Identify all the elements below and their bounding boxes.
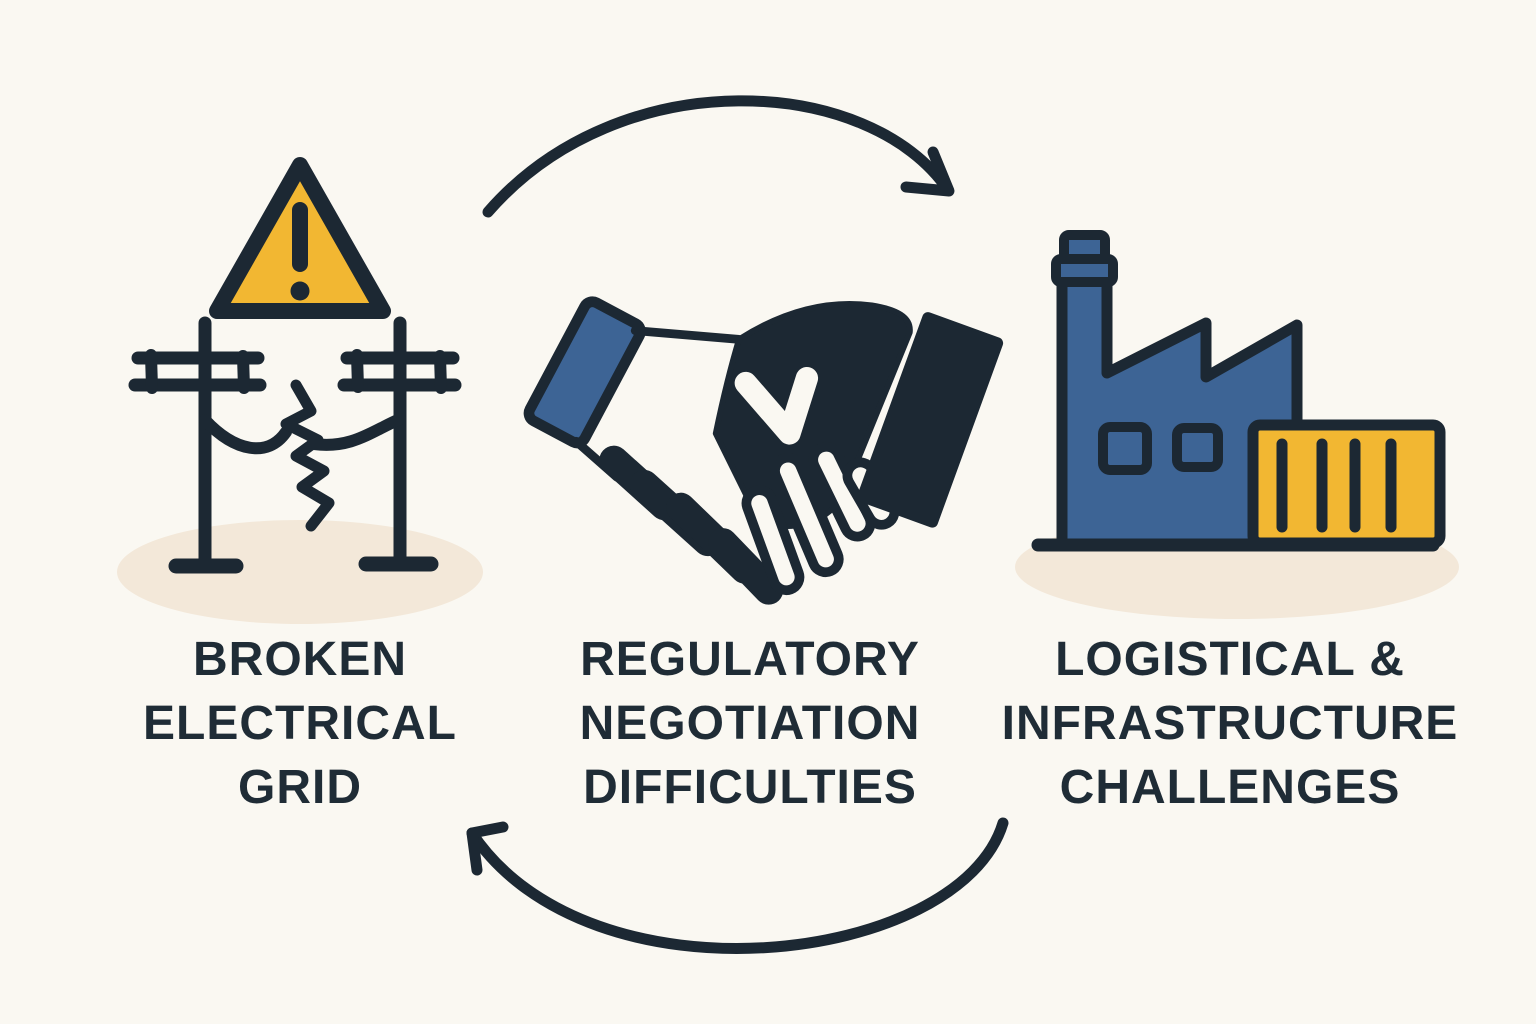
right-sleeve: [857, 312, 1004, 528]
warning-triangle-icon: [209, 157, 391, 319]
label-line: DIFFICULTIES: [583, 761, 917, 814]
left-hand-fingers: [599, 445, 784, 605]
broken-wire: [199, 379, 406, 532]
factory-shipping-container-icon: [1015, 230, 1459, 619]
factory-chimney: [1051, 230, 1118, 287]
left-sleeve-cuff: [523, 296, 646, 449]
shipping-container-icon: [1247, 419, 1446, 549]
cycle-arrow-bottom-icon: [466, 817, 1009, 954]
label-broken-electrical-grid: BROKEN ELECTRICAL GRID: [95, 628, 505, 820]
exclamation-mark: [292, 202, 308, 272]
broken-power-lines-warning-icon: [117, 157, 483, 624]
cycle-arrow-top-icon: [482, 95, 955, 218]
label-line: CHALLENGES: [1059, 761, 1401, 814]
label-line: REGULATORY: [580, 633, 920, 686]
label-line: GRID: [238, 761, 362, 814]
label-regulatory-negotiation-difficulties: REGULATORY NEGOTIATION DIFFICULTIES: [515, 628, 985, 820]
label-line: INFRASTRUCTURE: [1001, 697, 1459, 750]
label-line: BROKEN: [192, 633, 407, 686]
left-hand-outline: [630, 326, 744, 344]
factory-windows: [1098, 422, 1223, 475]
label-line: LOGISTICAL &: [1055, 633, 1405, 686]
thumb-notch: [734, 367, 819, 445]
label-logistical-infrastructure-challenges: LOGISTICAL & INFRASTRUCTURE CHALLENGES: [975, 628, 1485, 820]
utility-poles: [128, 316, 462, 574]
label-line: NEGOTIATION: [579, 697, 921, 750]
handshake-icon: [523, 296, 1004, 605]
label-line: ELECTRICAL: [143, 697, 457, 750]
